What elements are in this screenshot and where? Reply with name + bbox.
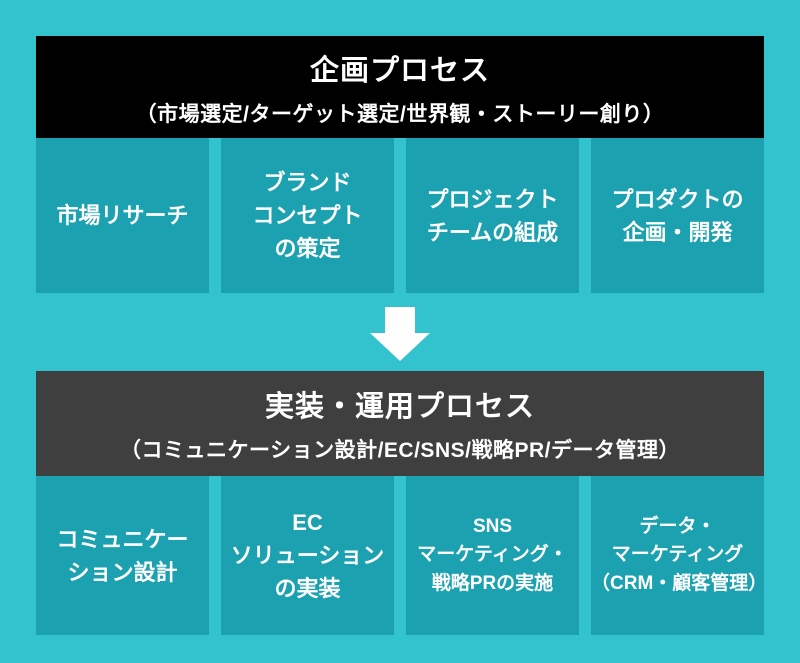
planning-step-market-research: 市場リサーチ <box>36 138 209 293</box>
planning-process-section: 企画プロセス （市場選定/ターゲット選定/世界観・ストーリー創り） 市場リサーチ… <box>36 36 764 293</box>
planning-step-project-team: プロジェクト チームの組成 <box>406 138 579 293</box>
planning-process-subtitle: （市場選定/ターゲット選定/世界観・ストーリー創り） <box>135 102 665 126</box>
implementation-step-sns-marketing-pr: SNS マーケティング・ 戦略PRの実施 <box>406 476 579 635</box>
down-arrow-head-icon <box>370 333 430 361</box>
planning-step-brand-concept: ブランド コンセプト の策定 <box>221 138 394 293</box>
implementation-process-header: 実装・運用プロセス （コミュニケーション設計/EC/SNS/戦略PR/データ管理… <box>36 371 764 476</box>
implementation-steps-row: コミュニケー ション設計 EC ソリューション の実装 SNS マーケティング・… <box>36 476 764 635</box>
planning-step-product-development: プロダクトの 企画・開発 <box>591 138 764 293</box>
implementation-process-subtitle: （コミュニケーション設計/EC/SNS/戦略PR/データ管理） <box>120 439 680 462</box>
implementation-process-section: 実装・運用プロセス （コミュニケーション設計/EC/SNS/戦略PR/データ管理… <box>36 371 764 635</box>
process-transition <box>36 293 764 371</box>
implementation-step-data-marketing-crm: データ・ マーケティング （CRM・顧客管理） <box>591 476 764 635</box>
implementation-step-communication-design: コミュニケー ション設計 <box>36 476 209 635</box>
planning-process-title: 企画プロセス <box>309 54 490 87</box>
implementation-process-title: 実装・運用プロセス <box>264 391 535 423</box>
down-arrow-icon <box>385 307 415 333</box>
planning-process-header: 企画プロセス （市場選定/ターゲット選定/世界観・ストーリー創り） <box>36 36 764 138</box>
implementation-step-ec-solution: EC ソリューション の実装 <box>221 476 394 635</box>
planning-steps-row: 市場リサーチ ブランド コンセプト の策定 プロジェクト チームの組成 プロダク… <box>36 138 764 293</box>
